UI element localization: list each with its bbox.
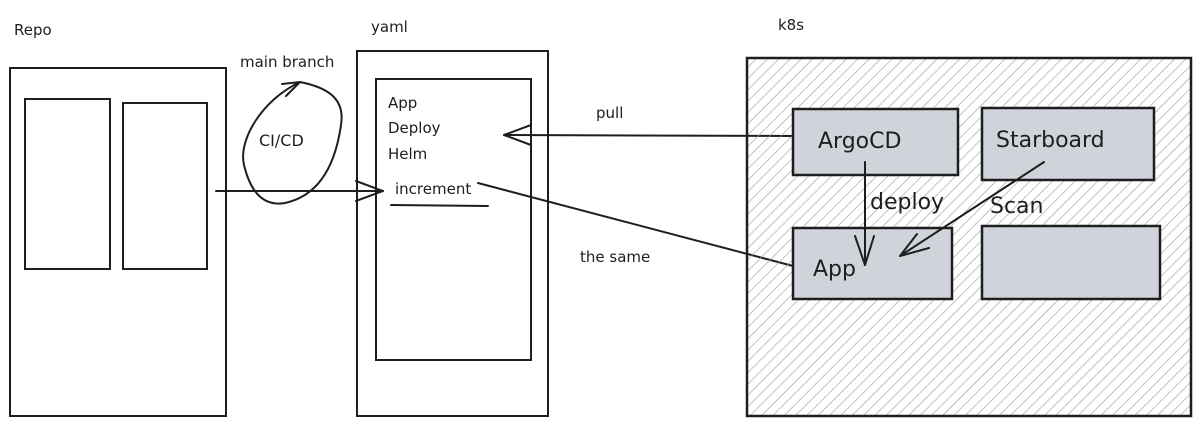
repo-panel-2[interactable] — [122, 102, 208, 270]
scan-arrow[interactable] — [899, 161, 1045, 257]
cicd-loop-arrow[interactable] — [242, 81, 343, 205]
k8s-label: k8s — [778, 16, 804, 34]
cicd-label: CI/CD — [259, 131, 304, 150]
the-same-label: the same — [580, 248, 650, 266]
app-label: App — [813, 257, 856, 282]
main-branch-label: main branch — [240, 53, 334, 71]
repo-to-yaml-arrowhead — [355, 180, 384, 202]
deploy-arrowhead — [854, 235, 875, 266]
pull-label: pull — [596, 104, 623, 122]
pull-arrowhead — [503, 124, 532, 146]
yaml-line-app: App — [388, 94, 417, 112]
yaml-file[interactable] — [375, 78, 532, 361]
cicd-loop-arrowhead — [281, 81, 301, 97]
repo-panel-1[interactable] — [24, 98, 111, 270]
yaml-increment[interactable]: increment — [395, 180, 471, 198]
argocd-box[interactable] — [791, 107, 960, 177]
scan-arrowhead — [899, 233, 930, 257]
starboard-box[interactable] — [980, 106, 1156, 182]
yaml-container[interactable] — [356, 50, 549, 417]
yaml-label: yaml — [371, 18, 408, 36]
starboard-label: Starboard — [996, 128, 1105, 153]
empty-component-box[interactable] — [980, 224, 1162, 301]
yaml-line-deploy: Deploy — [388, 119, 441, 137]
repo-container[interactable] — [9, 67, 227, 417]
deploy-label: deploy — [870, 190, 944, 215]
repo-label: Repo — [14, 21, 52, 39]
argocd-label: ArgoCD — [818, 129, 901, 154]
increment-underline — [390, 204, 489, 207]
yaml-line-helm: Helm — [388, 145, 427, 163]
scan-label: Scan — [990, 194, 1044, 219]
